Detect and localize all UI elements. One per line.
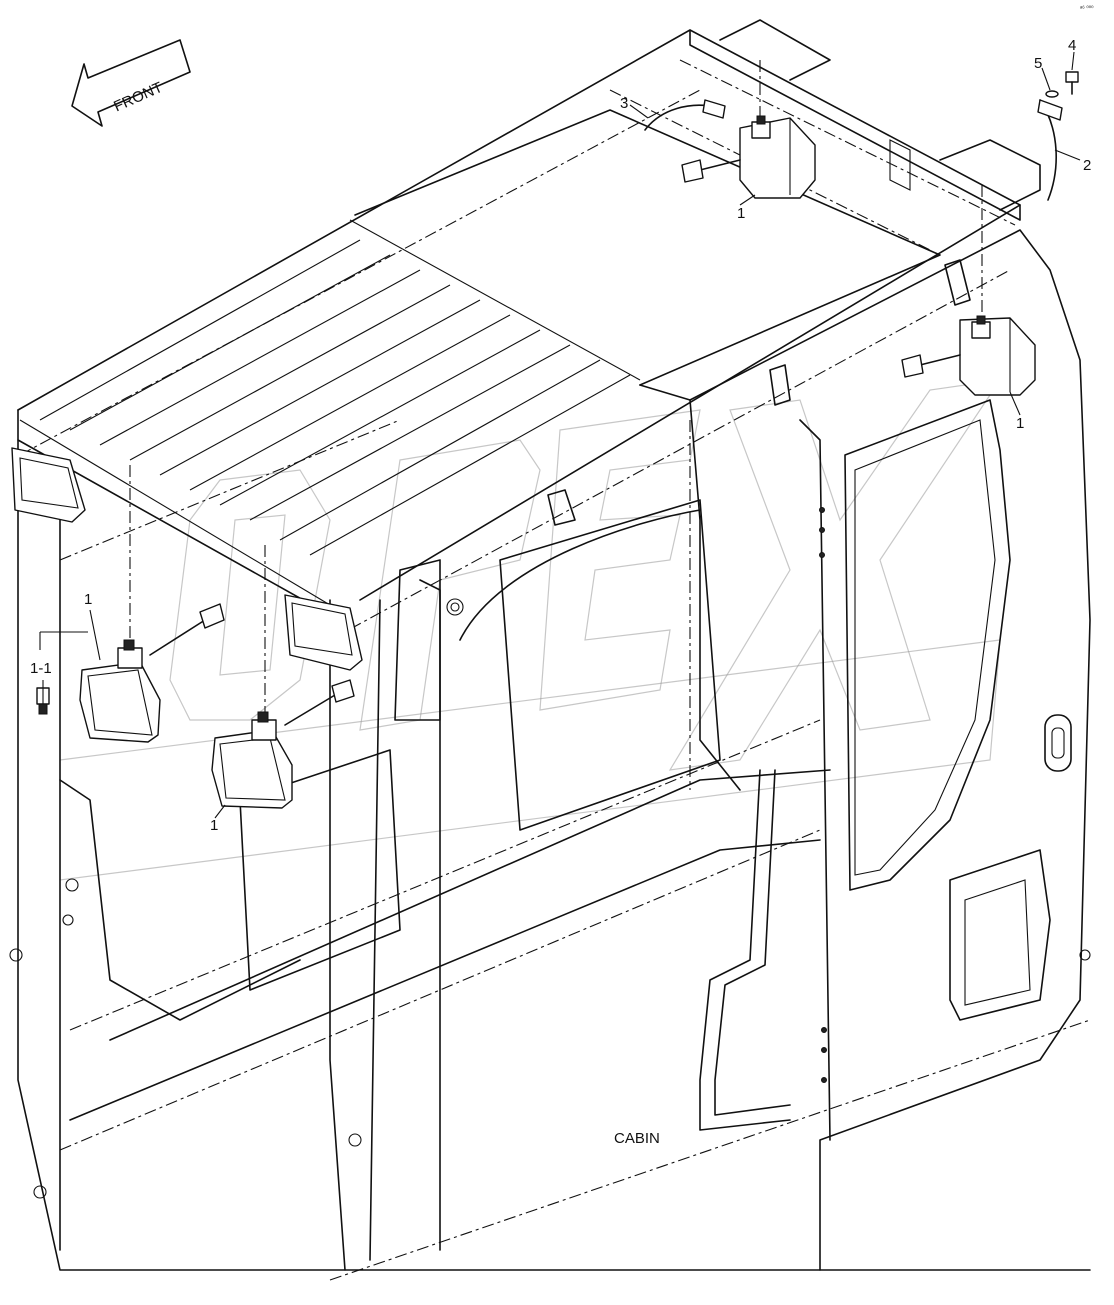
wire-harness-2 <box>1037 99 1063 201</box>
callout-4: 4 <box>1068 37 1076 54</box>
work-lamp-rear-right <box>901 315 1036 396</box>
corner-mark: ᵃ⁶ ⁰⁰⁰ <box>1080 5 1094 12</box>
watermark-logo <box>59 379 1002 881</box>
leader-lines <box>89 51 1081 819</box>
callout-3: 3 <box>620 95 628 112</box>
washer-5 <box>1045 90 1059 98</box>
callout-1-front-left: 1 <box>84 591 92 608</box>
front-arrow-label: FRONT <box>111 79 165 116</box>
cabin-body <box>9 229 1091 1271</box>
roof-panel <box>17 19 1041 616</box>
work-lamp-rear-top <box>681 115 816 199</box>
wire-harness-3 <box>644 99 726 131</box>
work-lamp-front-roof <box>284 594 363 671</box>
assembly-label: CABIN <box>614 1130 660 1147</box>
front-arrow: FRONT <box>71 39 191 127</box>
callout-1-front-mid: 1 <box>210 817 218 834</box>
work-lamp-front-mid <box>211 679 355 809</box>
callout-1-1: 1-1 <box>30 660 52 677</box>
bulb-1-1 <box>36 680 50 715</box>
callout-1-rear-top: 1 <box>737 205 745 222</box>
work-lamp-front-corner <box>11 447 86 523</box>
callout-1-rear-right: 1 <box>1016 415 1024 432</box>
screw-4 <box>1065 71 1079 95</box>
roof-centerlines <box>19 59 1016 725</box>
callout-5: 5 <box>1034 55 1042 72</box>
callout-2: 2 <box>1083 157 1091 174</box>
body-centerlines <box>59 419 1091 1281</box>
work-lamp-front-left <box>79 603 225 743</box>
